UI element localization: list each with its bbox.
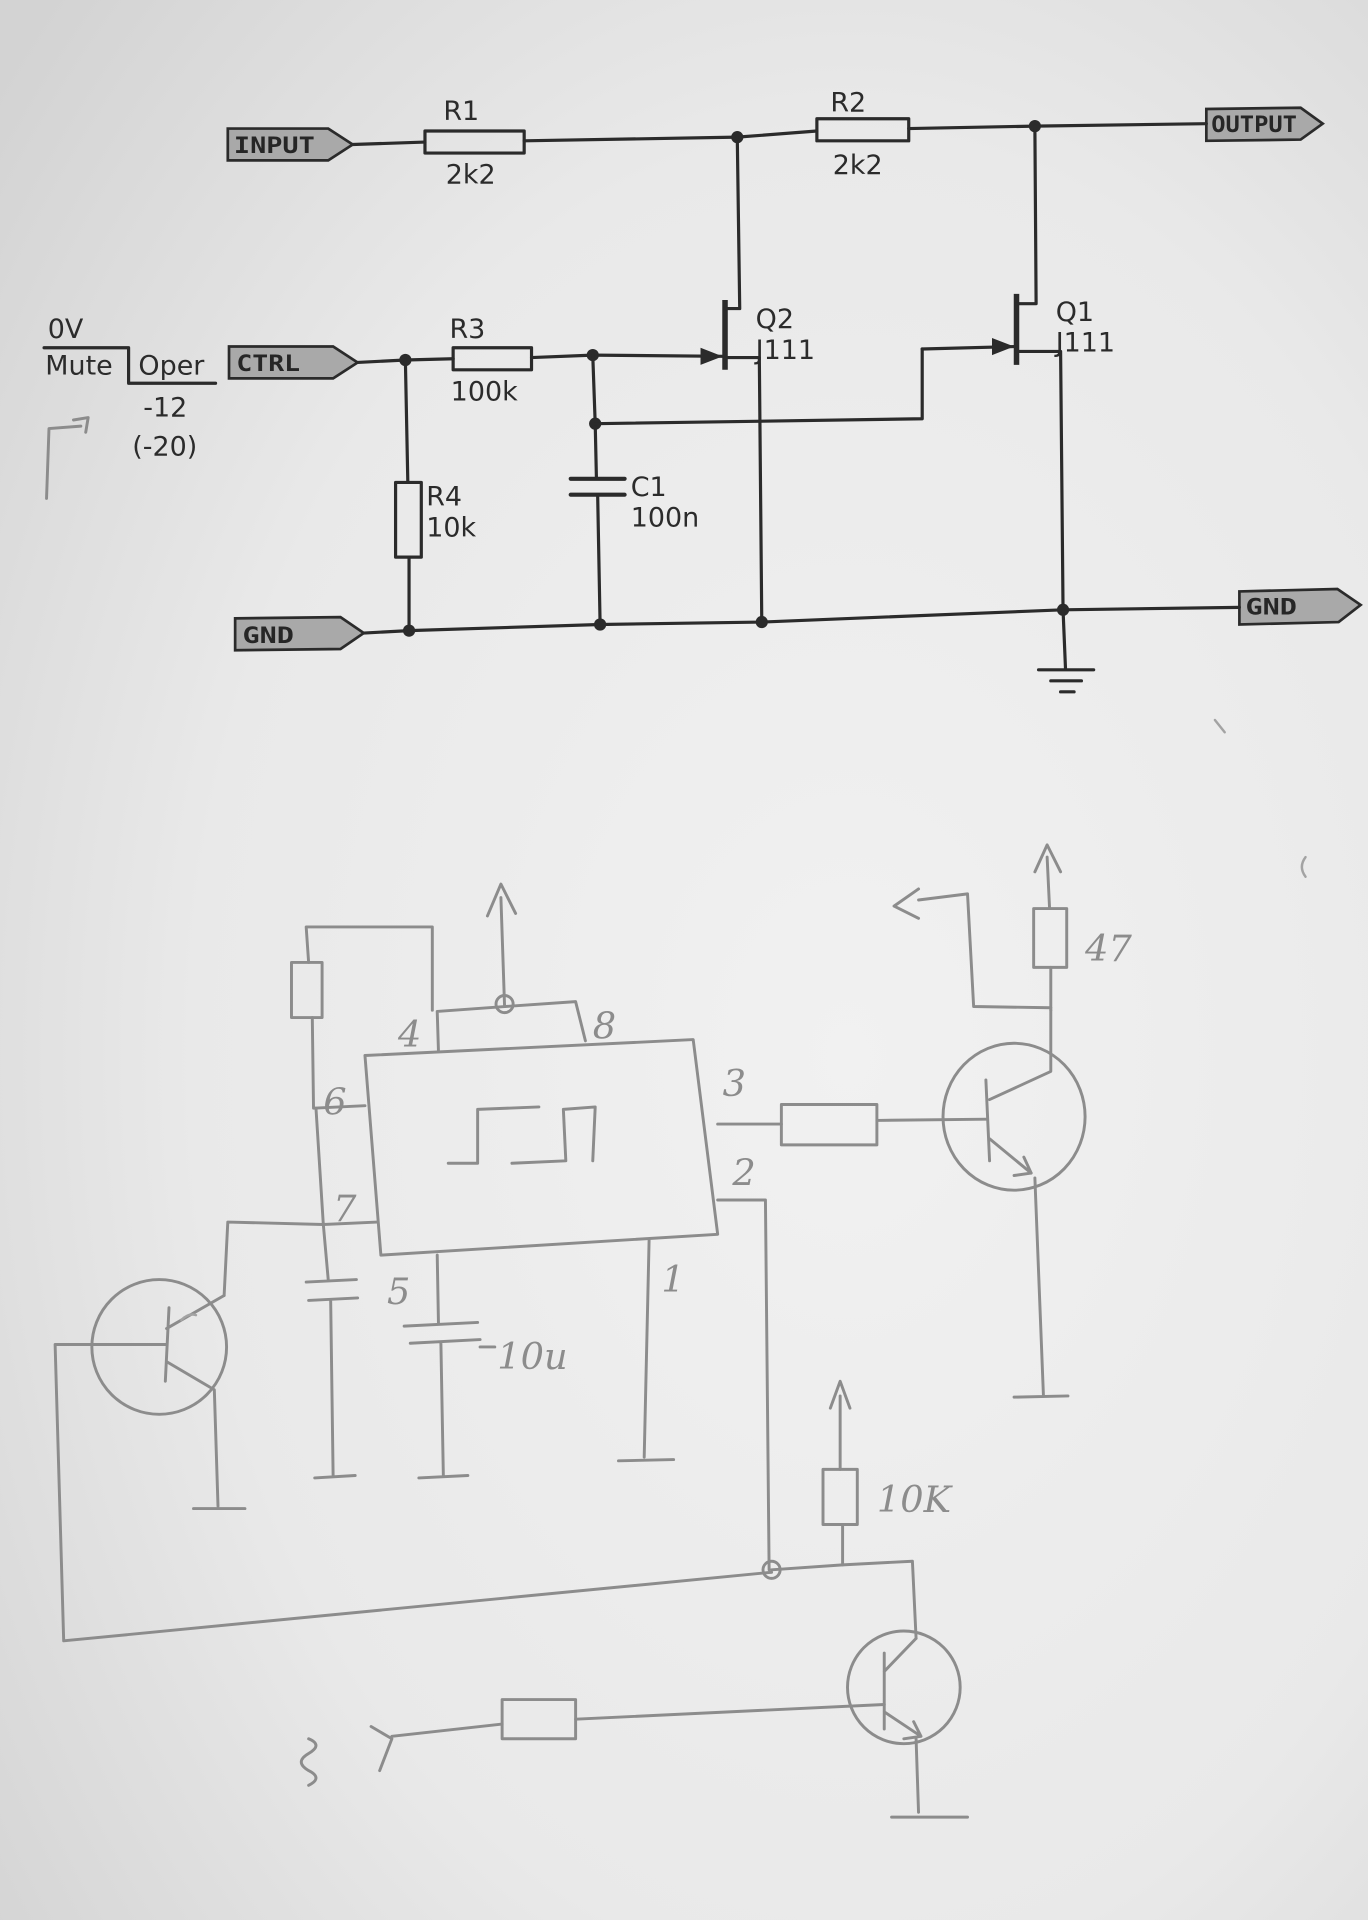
stray-mark [1213, 718, 1226, 734]
transistor-left [90, 1278, 247, 1511]
junction-dot [593, 618, 607, 631]
schmitt-trigger-icon [446, 1105, 597, 1165]
wire-input-r1 [351, 140, 427, 147]
hand-sketch: 4 8 6 7 5 10u 1 3 [53, 718, 1307, 1819]
wire-pin1-ground [617, 1238, 676, 1463]
r1-ref: R1 [443, 96, 479, 127]
collector-resistor-value: 47 [1084, 927, 1132, 970]
legend-low-state: Oper [138, 351, 205, 382]
transistor-output [941, 1008, 1087, 1399]
port-ctrl: CTRL [227, 345, 361, 380]
r2-value: 2k2 [833, 150, 883, 181]
pin1-label: 1 [661, 1258, 684, 1301]
supply-arrow-icon [828, 1379, 852, 1410]
port-input: INPUT [226, 127, 356, 162]
legend-low-level-alt: (-20) [132, 432, 197, 463]
supply-arrow-icon [485, 882, 518, 918]
q1-part: J111 [1054, 327, 1115, 358]
wire-pin7-discharge [222, 1220, 325, 1297]
junction-dot [755, 615, 768, 629]
r3-value: 100k [451, 376, 518, 407]
wire-base-right [875, 1117, 989, 1122]
resistor-r2: R2 2k2 [815, 87, 911, 181]
pin5-label: 5 [387, 1270, 410, 1313]
pin8-label: 8 [593, 1004, 616, 1047]
stray-mark [1300, 855, 1307, 878]
resistor-r1: R1 2k2 [423, 96, 526, 191]
wire-output [917, 892, 1053, 1010]
base-resistor [779, 1103, 879, 1147]
ground-symbol [1036, 608, 1096, 694]
port-output: OUTPUT [1204, 106, 1325, 143]
r4-ref: R4 [426, 482, 462, 513]
pin5-capacitor [402, 1253, 497, 1480]
signal-source-icon [299, 1737, 318, 1787]
output-arrow-icon [892, 887, 921, 920]
capacitor-c1: C1 100n [568, 472, 700, 627]
pin4-label: 4 [397, 1013, 421, 1056]
r4-value: 10k [426, 512, 476, 543]
resistor-r4: R4 10k [393, 358, 476, 633]
wire-pin4 [435, 1005, 507, 1053]
timing-capacitor [304, 1223, 360, 1480]
jfet-q1: Q1 J111 [920, 124, 1115, 612]
wire-r3-gate [529, 353, 595, 360]
control-level-legend: 0V Mute Oper -12 (-20) [42, 314, 218, 463]
pullup-resistor-value: 10K [877, 1478, 954, 1521]
wire-input-base [574, 1703, 886, 1721]
ic-body [363, 1038, 720, 1257]
legend-high-level: 0V [48, 314, 84, 345]
supply-arrow-icon [1033, 843, 1063, 874]
pin7-label: 7 [333, 1187, 357, 1230]
wire-timing-top [304, 925, 434, 1012]
port-output-label: OUTPUT [1211, 113, 1297, 138]
wire-pin2 [716, 1198, 771, 1572]
legend-high-state: Mute [45, 351, 112, 382]
jfet-q2: Q2 J111 [591, 135, 815, 624]
transistor-bottom [846, 1629, 969, 1819]
port-gnd-left: GND [233, 615, 367, 652]
q2-ref: Q2 [756, 304, 794, 335]
ground-rail [362, 605, 1241, 635]
port-input-label: INPUT [234, 134, 315, 159]
wire-supply-up [499, 896, 507, 1008]
pin6-label: 6 [323, 1080, 346, 1123]
wire-pin6 [310, 1016, 367, 1110]
timing-resistor [290, 960, 324, 1020]
c1-ref: C1 [631, 472, 667, 503]
port-gnd-right: GND [1238, 587, 1363, 626]
wire-trigger-loop [53, 1343, 774, 1643]
input-arrow-icon [369, 1725, 394, 1773]
printed-schematic: INPUT OUTPUT CTRL GND GND R1 2k2 [42, 87, 1363, 694]
r3-ref: R3 [449, 314, 485, 345]
wire-gate-q1 [593, 347, 924, 426]
legend-low-level: -12 [143, 392, 187, 423]
port-gnd-left-label: GND [242, 624, 293, 649]
wire-signal-in [390, 1722, 504, 1738]
q2-part: J111 [754, 335, 815, 366]
wire-pin8 [503, 1000, 587, 1043]
c1-value: 100n [631, 503, 700, 534]
q1-ref: Q1 [1056, 297, 1094, 328]
pin2-label: 2 [731, 1151, 755, 1194]
step-mark [45, 416, 90, 500]
wire-collector-supply [1045, 855, 1052, 911]
port-gnd-right-label: GND [1246, 596, 1297, 621]
pin3-label: 3 [723, 1062, 746, 1105]
wire-bottom-collector [841, 1559, 918, 1640]
r2-ref: R2 [830, 87, 866, 118]
port-ctrl-label: CTRL [236, 352, 300, 377]
r1-value: 2k2 [446, 160, 496, 191]
pin5-cap-value: 10u [497, 1335, 567, 1378]
junction-dot [402, 624, 416, 637]
